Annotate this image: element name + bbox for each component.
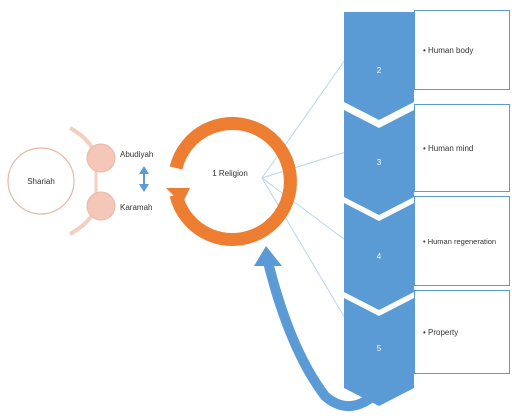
item-text-5-value: Property xyxy=(428,327,459,337)
karamah-circle xyxy=(86,191,116,221)
item-box-5: • Property xyxy=(414,290,510,374)
abudiyah-circle xyxy=(86,143,116,173)
shariah-circle xyxy=(7,147,75,215)
chevron-3 xyxy=(344,110,414,215)
shariah-label: Shariah xyxy=(27,177,55,186)
item-text-2: • Human body xyxy=(423,45,474,55)
connector-line-2 xyxy=(261,49,353,179)
cycle-arrowhead xyxy=(166,188,190,204)
item-text-4: • Human regeneration xyxy=(423,236,497,246)
item-box-3: • Human mind xyxy=(414,104,510,192)
item-number-2: 2 xyxy=(377,66,382,75)
connector-line-5 xyxy=(261,177,353,331)
connector-line-4 xyxy=(261,177,353,246)
item-number-3: 3 xyxy=(377,158,382,167)
chevron-2 xyxy=(344,12,414,120)
item-text-4-value: Human regeneration xyxy=(427,236,497,246)
connector-lines xyxy=(261,49,353,331)
religion-label: 1 Religion xyxy=(212,169,248,178)
item-box-4: • Human regeneration xyxy=(414,196,510,286)
chevron-5 xyxy=(344,298,414,406)
cycle-arrow xyxy=(169,117,297,246)
connector-line-3 xyxy=(261,149,353,179)
karamah-label: Karamah xyxy=(120,203,152,212)
item-text-3-value: Human mind xyxy=(428,143,474,153)
return-arrowhead xyxy=(254,246,282,266)
chevron-4 xyxy=(344,203,414,310)
item-number-5: 5 xyxy=(377,344,382,353)
item-text-3: • Human mind xyxy=(423,143,474,153)
double-arrow-icon xyxy=(139,166,149,192)
item-text-5: • Property xyxy=(423,327,459,337)
item-text-2-value: Human body xyxy=(428,45,474,55)
item-box-2: • Human body xyxy=(414,10,510,90)
chevron-column xyxy=(344,12,414,406)
return-arrow xyxy=(263,260,382,412)
abudiyah-label: Abudiyah xyxy=(120,150,153,159)
item-number-4: 4 xyxy=(377,252,382,261)
